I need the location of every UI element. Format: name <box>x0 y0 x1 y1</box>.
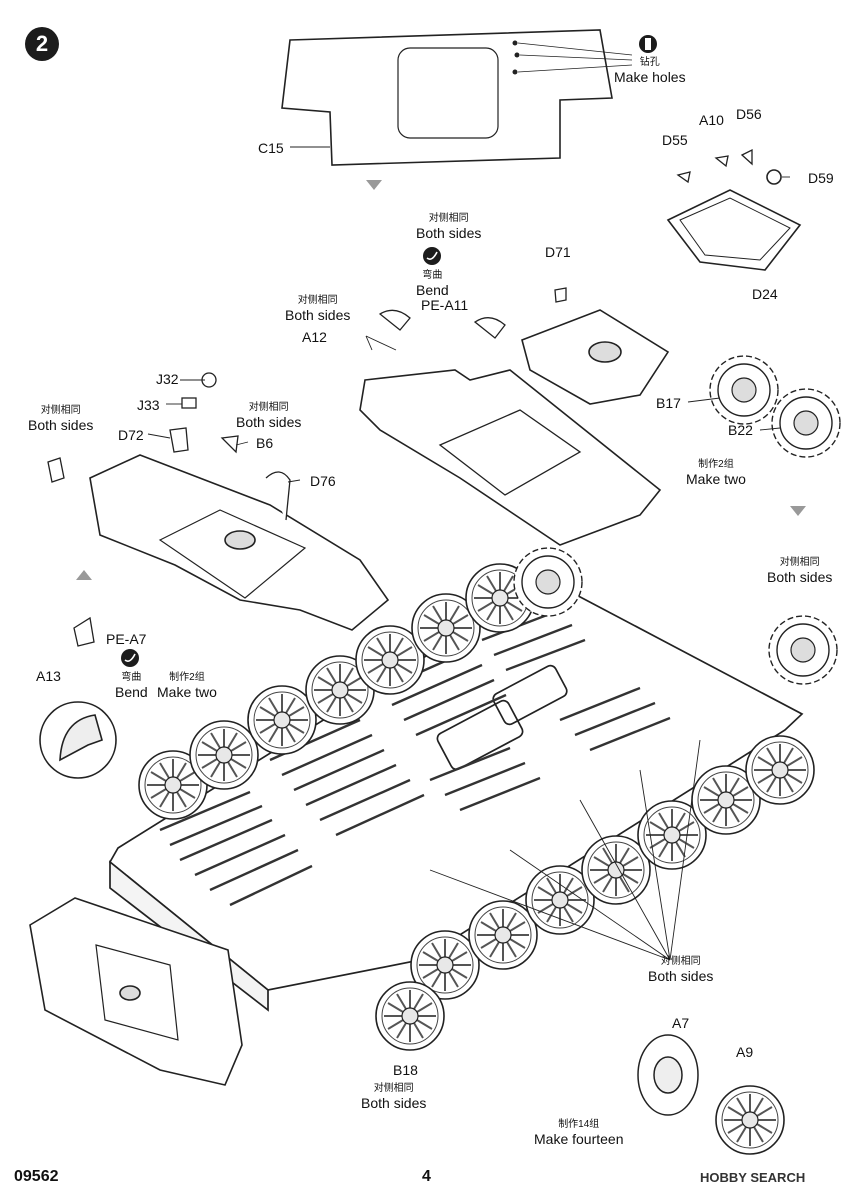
part-label-c15: C15 <box>258 140 284 156</box>
watermark: HOBBY SEARCH <box>700 1170 806 1185</box>
part-label-d55: D55 <box>662 132 688 148</box>
part-label-j32: J32 <box>156 371 179 387</box>
up-arrow-icon <box>76 570 92 580</box>
part-label-j33: J33 <box>137 397 160 413</box>
upper-deck-plate <box>359 309 670 546</box>
part-label-d72: D72 <box>118 427 144 443</box>
part-label-a9: A9 <box>736 1044 754 1060</box>
drill-icon <box>639 35 657 53</box>
part-label-d56: D56 <box>736 106 762 122</box>
left-deck-plate <box>89 454 390 631</box>
b17-sprocket <box>709 355 779 425</box>
down-arrow-icon <box>366 180 806 516</box>
part-label-d24: D24 <box>752 286 778 302</box>
part-label-a12: A12 <box>302 329 327 345</box>
part-label-b17: B17 <box>656 395 681 411</box>
b22-sprocket <box>771 388 841 458</box>
a13-detail-circle <box>39 701 117 779</box>
sprocket-assembled <box>768 615 838 685</box>
d24-hatch-frame <box>666 169 802 271</box>
bend-icon <box>121 247 441 667</box>
a9-roadwheel <box>715 1085 785 1155</box>
step-number-badge: 2 <box>25 27 59 61</box>
c15-plate <box>281 29 613 166</box>
part-label-a7: A7 <box>672 1015 690 1031</box>
part-label-d76: D76 <box>310 473 336 489</box>
part-label-b18: B18 <box>393 1062 418 1078</box>
b18-idler-wheel <box>375 981 445 1051</box>
part-label-d71: D71 <box>545 244 571 260</box>
rear-plate <box>29 897 243 1086</box>
part-label-b22: B22 <box>728 422 753 438</box>
small-parts <box>47 148 753 647</box>
part-label-a13: A13 <box>36 668 61 684</box>
sprocket-far <box>513 547 583 617</box>
part-label-pe-a11: PE-A11 <box>421 297 469 313</box>
leader-lines <box>147 146 790 961</box>
part-label-b6: B6 <box>256 435 274 451</box>
a7-wheel-half <box>637 1034 699 1116</box>
kit-number: 09562 <box>14 1168 59 1185</box>
page-number: 4 <box>422 1168 431 1185</box>
part-label-pe-a7: PE-A7 <box>106 631 147 647</box>
part-label-d59: D59 <box>808 170 834 186</box>
part-label-a10: A10 <box>699 112 724 128</box>
